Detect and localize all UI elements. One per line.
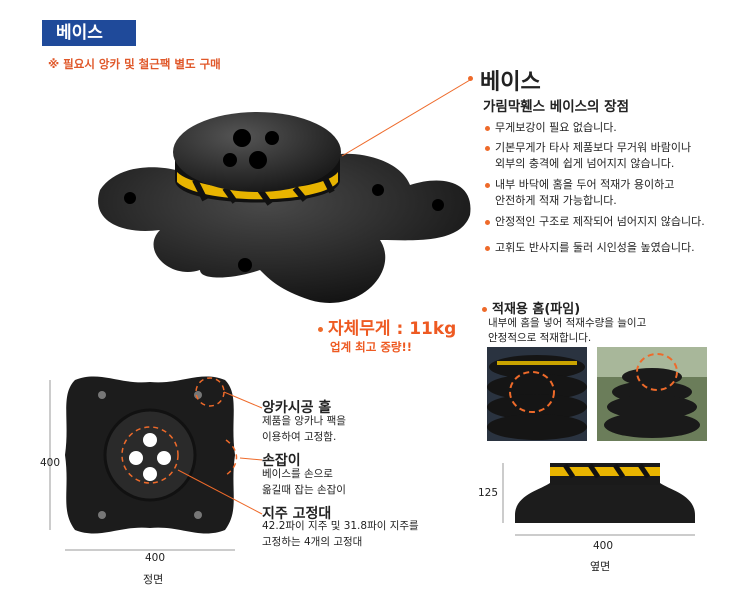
side-width-dim: 400 xyxy=(593,540,614,552)
groove-title: 적재용 홈(파임) xyxy=(482,298,580,317)
weight-label: 자체무게 : 11kg xyxy=(318,314,456,339)
front-view-drawing xyxy=(49,376,263,551)
callout-dot xyxy=(468,76,473,81)
base-product-image xyxy=(98,80,471,303)
callout-anchor-hole-title: 앙카시공 홀 xyxy=(262,400,332,416)
side-view-drawing xyxy=(502,463,695,536)
purchase-note: ※ 필요시 앙카 및 철근팩 별도 구매 xyxy=(48,57,221,71)
callout-handle-title: 손잡이 xyxy=(262,453,301,469)
weight-sub: 업계 최고 중량!! xyxy=(330,340,412,354)
feature-bullet: 고휘도 반사지를 둘러 시인성을 높였습니다. xyxy=(485,240,695,256)
feature-bullet: 안정적인 구조로 제작되어 넘어지지 않습니다. xyxy=(485,214,705,230)
side-view-caption: 옆면 xyxy=(590,560,611,573)
feature-subtitle: 가림막휀스 베이스의 장점 xyxy=(483,99,630,115)
stacked-bases-outdoor-photo xyxy=(597,347,707,441)
front-height-dim: 400 xyxy=(40,457,61,469)
callout-post-holder-title: 지주 고정대 xyxy=(262,506,332,522)
feature-title: 베이스 xyxy=(480,70,541,95)
front-width-dim: 400 xyxy=(145,552,166,564)
stacked-bases-photo xyxy=(487,347,587,441)
feature-bullet: 무게보강이 필요 없습니다. xyxy=(485,120,617,136)
front-view-caption: 정면 xyxy=(143,573,164,586)
section-badge: 베이스 xyxy=(42,20,136,46)
side-height-dim: 125 xyxy=(478,487,499,499)
